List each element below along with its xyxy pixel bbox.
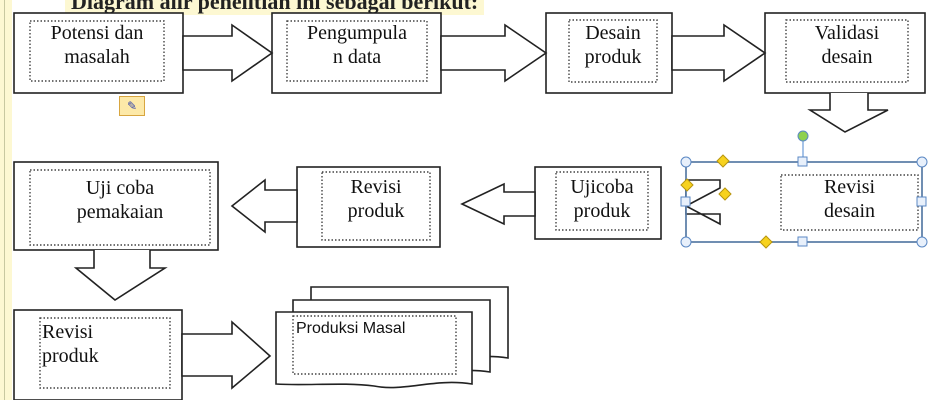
edit-badge-icon[interactable]: ✎ [119,96,145,116]
dotted-uji-coba-pemakaian [29,169,211,246]
dotted-produksi-masal [292,315,457,375]
node-box-uji-coba-pemakaian [13,161,219,251]
node-box-validasi [764,12,926,94]
dotted-revisi-produk-2 [39,317,171,389]
node-desain-label: Desain produk [584,22,642,68]
node-box-pengumpulan [271,12,442,94]
arrow-4 [684,179,721,226]
dotted-validasi [785,19,909,83]
multidoc-front [275,311,473,389]
rotate-handle [797,130,809,142]
node-revisi-produk-2-label: Revisi produk [42,321,99,367]
arrow-2 [440,23,548,83]
margin-highlight [0,0,12,400]
node-produksi-masal-label: Produksi Masal [296,320,406,337]
margin-line [4,0,5,400]
diagram-caption: Diagram alir penelitian ini sebagai beri… [65,0,485,15]
dotted-desain [568,19,658,83]
node-box-revisi-produk-1 [296,166,441,248]
node-validasi-label: Validasi desain [814,22,880,68]
selection-handles [680,130,928,249]
arrow-1 [182,23,274,83]
dotted-pengumpulan [286,20,428,82]
arrow-down-2 [73,250,168,301]
arrow-5 [460,182,536,226]
node-potensi-label: Potensi dan masalah [50,22,144,68]
arrow-6 [230,178,298,234]
dotted-potensi [29,20,165,82]
arrow-7 [181,320,272,390]
node-uji-coba-pemakaian-label: Uji coba pemakaian [76,177,164,223]
node-revisi-desain-label: Revisi desain [823,176,876,222]
arrow-down-1 [807,93,889,133]
node-pengumpulan-label: Pengumpula n data [307,22,407,68]
node-box-revisi-produk-2 [13,309,183,400]
node-ujicoba-label: Ujicoba produk [570,176,634,222]
dotted-ujicoba [555,171,649,231]
node-box-potensi [13,12,184,94]
dotted-revisi-produk-1 [321,171,431,241]
node-revisi-produk-1-label: Revisi produk [347,176,405,222]
arrow-3 [671,23,767,83]
